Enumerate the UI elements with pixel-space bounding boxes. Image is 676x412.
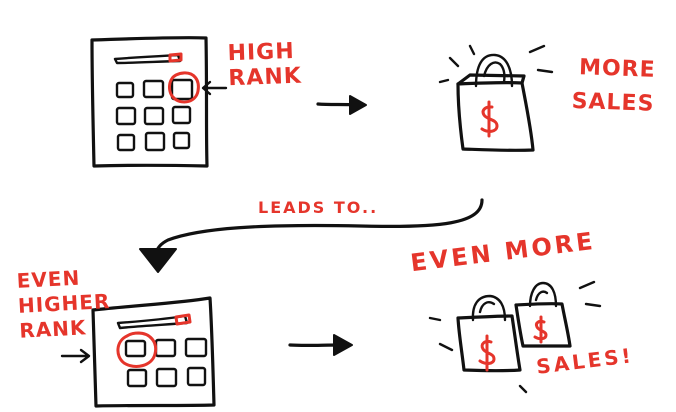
shopping-bag-bottom-front xyxy=(456,294,522,373)
dollar-sign-back xyxy=(533,315,548,344)
arrow-right-bottom xyxy=(288,334,353,356)
arrow-right-top xyxy=(316,95,367,115)
pointer-arrow-top xyxy=(201,80,228,96)
shopping-bag-top xyxy=(438,44,554,153)
label-high-rank: HIGH RANK xyxy=(227,38,303,92)
dollar-sign-top xyxy=(480,100,499,138)
app-grid-top xyxy=(115,78,194,152)
highlight-circle-top xyxy=(168,71,200,104)
phone-top xyxy=(90,36,228,168)
pointer-arrow-bottom xyxy=(60,348,91,364)
dollar-sign-front xyxy=(478,334,496,372)
label-more-sales: MORE SALES xyxy=(571,55,657,117)
app-grid-bottom xyxy=(124,337,208,388)
search-bar-cursor-top xyxy=(168,52,183,63)
label-leads-to: LEADS TO.. xyxy=(258,198,379,217)
sparkle-lines-bottom xyxy=(428,280,602,394)
phone-bottom xyxy=(60,296,216,408)
search-bar-cursor-bottom xyxy=(174,313,192,326)
label-even-higher-rank: EVEN HIGHER RANK xyxy=(16,265,111,343)
highlight-circle-bottom xyxy=(116,331,158,368)
curved-arrow xyxy=(139,198,484,273)
shopping-bag-bottom-back xyxy=(514,281,572,348)
